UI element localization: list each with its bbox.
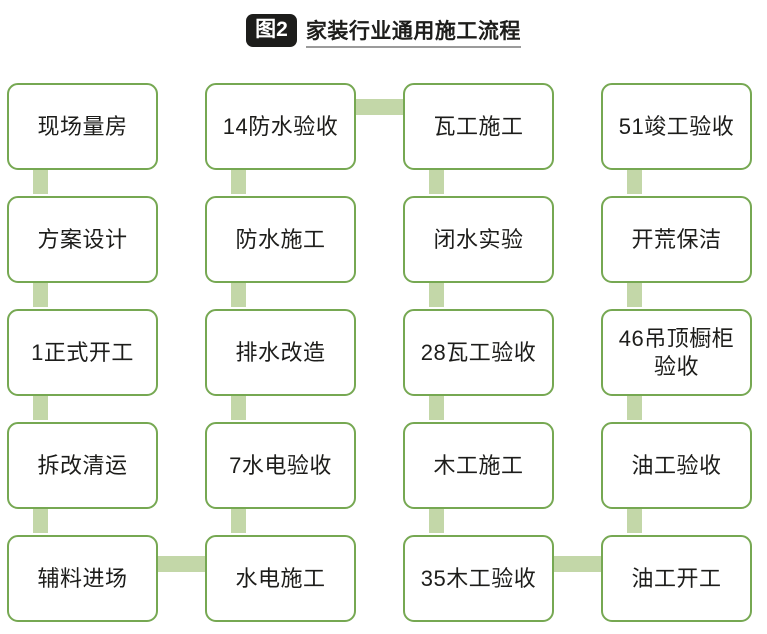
connector-col2-to-col3 [348, 99, 414, 115]
connector-col3-r3-r4 [429, 394, 444, 420]
figure-title-group: 图2 家装行业通用施工流程 [246, 13, 521, 48]
flow-node[interactable]: 木工施工 [403, 422, 554, 509]
flow-node[interactable]: 方案设计 [7, 196, 158, 283]
flow-node[interactable]: 防水施工 [205, 196, 356, 283]
flow-node[interactable]: 闭水实验 [403, 196, 554, 283]
flow-node[interactable]: 46吊顶橱柜验收 [601, 309, 752, 396]
connector-col2-r2-r3 [231, 281, 246, 307]
connector-col2-r3-r4 [231, 394, 246, 420]
flow-node[interactable]: 拆改清运 [7, 422, 158, 509]
flow-node[interactable]: 开荒保洁 [601, 196, 752, 283]
connector-col3-r1-r2 [429, 168, 444, 194]
connector-col3-r2-r3 [429, 281, 444, 307]
connector-col3-to-col4 [546, 556, 612, 572]
flow-node[interactable]: 水电施工 [205, 535, 356, 622]
connector-col1-r3-r4 [33, 394, 48, 420]
figure-number-badge: 图2 [246, 13, 297, 47]
connector-col2-r1-r2 [231, 168, 246, 194]
flow-node[interactable]: 瓦工施工 [403, 83, 554, 170]
flow-node[interactable]: 排水改造 [205, 309, 356, 396]
flow-node[interactable]: 辅料进场 [7, 535, 158, 622]
flow-node[interactable]: 油工验收 [601, 422, 752, 509]
connector-col3-r4-r5 [429, 507, 444, 533]
connector-col1-r2-r3 [33, 281, 48, 307]
flow-node[interactable]: 35木工验收 [403, 535, 554, 622]
connector-col4-r2-r3 [627, 281, 642, 307]
connector-col4-r4-r5 [627, 507, 642, 533]
connector-col1-r1-r2 [33, 168, 48, 194]
flow-node[interactable]: 7水电验收 [205, 422, 356, 509]
connector-col4-r1-r2 [627, 168, 642, 194]
flow-node[interactable]: 28瓦工验收 [403, 309, 554, 396]
connector-col1-r4-r5 [33, 507, 48, 533]
page-title: 家装行业通用施工流程 [305, 21, 521, 48]
connector-col2-r4-r5 [231, 507, 246, 533]
flow-node[interactable]: 油工开工 [601, 535, 752, 622]
flow-node[interactable]: 51竣工验收 [601, 83, 752, 170]
connector-col1-to-col2 [150, 556, 216, 572]
connector-col4-r3-r4 [627, 394, 642, 420]
flow-node[interactable]: 1正式开工 [7, 309, 158, 396]
flow-node[interactable]: 现场量房 [7, 83, 158, 170]
flow-node[interactable]: 14防水验收 [205, 83, 356, 170]
figure-title-bar: 图2 家装行业通用施工流程 [0, 0, 767, 62]
